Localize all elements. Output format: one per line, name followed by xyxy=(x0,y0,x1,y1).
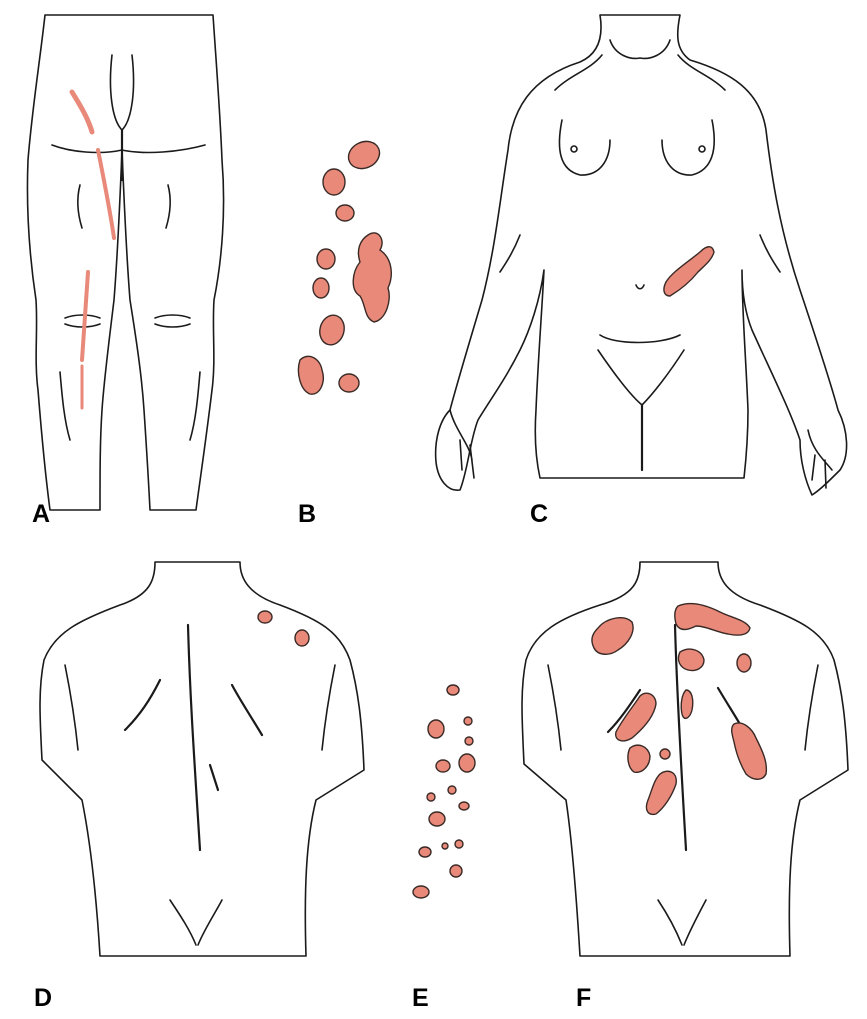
panel-label-a: A xyxy=(32,500,50,528)
lesion xyxy=(352,232,392,323)
panel-b: B xyxy=(297,140,392,528)
lesion xyxy=(673,602,751,636)
panel-label-f: F xyxy=(576,984,591,1012)
lesion xyxy=(347,140,381,170)
lesion xyxy=(680,689,694,720)
lesion xyxy=(319,314,345,346)
lesion xyxy=(659,748,671,760)
lesion xyxy=(257,610,273,624)
lesion xyxy=(312,277,330,299)
panel-label-c: C xyxy=(530,500,548,528)
lesion xyxy=(435,759,451,773)
back-figure-f xyxy=(521,561,849,957)
lesion xyxy=(677,648,705,672)
panel-d: D xyxy=(34,561,365,1012)
panel-f: F xyxy=(521,561,849,1012)
lesion xyxy=(447,785,457,795)
lesion xyxy=(418,846,432,858)
lesion xyxy=(627,744,651,773)
lesion xyxy=(338,373,360,393)
lesion xyxy=(449,864,463,878)
lesion xyxy=(428,811,446,827)
lesion xyxy=(441,842,449,850)
panel-a: A xyxy=(26,14,225,528)
band-lesion xyxy=(663,246,715,297)
lesion xyxy=(427,719,445,739)
linear-lesion xyxy=(80,270,90,362)
panel-c: C xyxy=(434,14,848,528)
lesion xyxy=(645,770,677,816)
lesion xyxy=(426,792,436,802)
linear-lesion xyxy=(96,148,116,240)
lesion xyxy=(316,248,336,270)
lesion xyxy=(412,885,430,899)
lesion xyxy=(464,736,474,746)
lesion xyxy=(446,684,460,696)
lesion xyxy=(736,653,752,673)
lesion xyxy=(335,204,355,222)
lesion xyxy=(322,168,346,196)
legs-back-figure xyxy=(26,14,225,511)
lesion xyxy=(458,801,470,811)
panel-label-b: B xyxy=(298,500,316,528)
torso-front-figure xyxy=(434,14,848,496)
linear-lesion xyxy=(69,89,95,135)
back-figure-d xyxy=(39,561,365,957)
lesion xyxy=(297,355,324,395)
lesion xyxy=(294,629,310,647)
lesion xyxy=(731,722,768,780)
lesion xyxy=(458,753,476,773)
panel-label-e: E xyxy=(412,984,429,1012)
lesion xyxy=(454,839,464,849)
lesion xyxy=(591,617,634,655)
panel-label-d: D xyxy=(34,984,52,1012)
panel-e: E xyxy=(412,684,476,1012)
lesion xyxy=(463,716,473,726)
lesion xyxy=(615,692,657,742)
